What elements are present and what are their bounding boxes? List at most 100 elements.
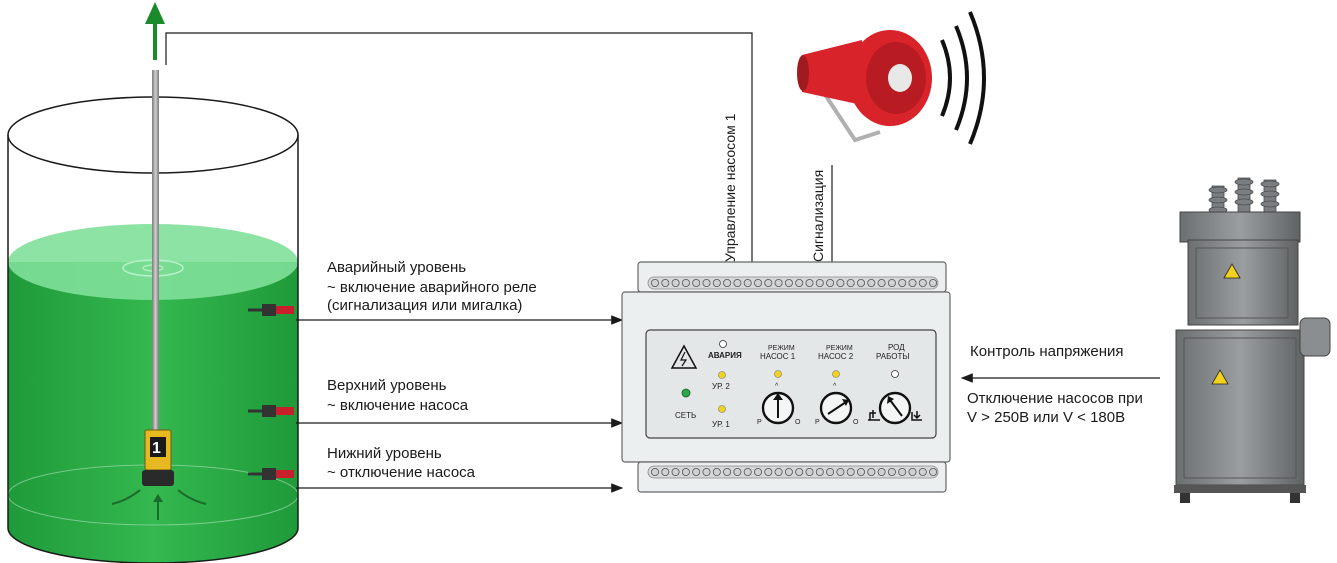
terminal-screw — [826, 278, 835, 287]
terminal-screw — [733, 278, 742, 287]
label-pump-control: Управление насосом 1 — [722, 113, 738, 262]
terminal-screw — [651, 467, 660, 476]
label-network: СЕТЬ — [675, 411, 696, 420]
dial-work-kind — [878, 391, 912, 425]
up-arrow-icon — [145, 2, 165, 60]
terminal-screw — [692, 278, 701, 287]
terminal-screw — [877, 467, 886, 476]
terminal-screw — [877, 278, 886, 287]
led-alarm — [719, 340, 727, 348]
terminal-screw — [723, 278, 732, 287]
terminal-screw — [671, 278, 680, 287]
caret-pump1: ^ — [775, 383, 779, 390]
terminal-screw — [784, 278, 793, 287]
terminal-screw — [857, 278, 866, 287]
terminal-screw — [846, 467, 855, 476]
label-alarm: АВАРИЯ — [708, 351, 742, 360]
terminal-screw — [929, 278, 938, 287]
terminal-screw — [774, 278, 783, 287]
terminal-screw — [846, 278, 855, 287]
label-upper-title: Верхний уровень — [327, 377, 447, 394]
terminal-screw — [671, 467, 680, 476]
label-work-kind-1: РОД — [888, 343, 905, 352]
terminal-screw — [661, 278, 670, 287]
high-voltage-icon — [670, 344, 698, 369]
label-level2: УР. 2 — [712, 382, 730, 391]
terminal-screw — [898, 278, 907, 287]
label-pump1: НАСОС 1 — [760, 352, 796, 361]
led-level2 — [718, 371, 726, 379]
label-mode-2: РЕЖИМ — [826, 345, 853, 352]
terminal-screw — [929, 467, 938, 476]
terminal-screw — [743, 467, 752, 476]
label-voltage-desc-2: V > 250В или V < 180В — [967, 409, 1126, 426]
level-probe — [111, 70, 207, 520]
terminal-screw — [908, 278, 917, 287]
caret-pump2: ^ — [833, 383, 837, 390]
terminal-screw — [815, 278, 824, 287]
terminal-screw — [651, 278, 660, 287]
controller-panel: АВАРИЯ СЕТЬ УР. 2 УР. 1 РЕЖИМ НАСОС 1 РЕ… — [670, 340, 922, 429]
terminal-screw — [836, 278, 845, 287]
terminal-screw — [743, 278, 752, 287]
led-work-kind — [891, 370, 899, 378]
connection-lines — [165, 32, 1160, 493]
dial2-o: О — [853, 419, 859, 426]
label-voltage-control: Контроль напряжения — [970, 343, 1124, 360]
sensor-upper — [248, 405, 294, 417]
dial2-p: Р — [815, 419, 820, 426]
label-signaling: Сигнализация — [810, 169, 826, 262]
probe-rod — [152, 70, 159, 435]
terminal-screw — [887, 467, 896, 476]
siren-icon — [797, 11, 986, 145]
terminal-screw — [867, 278, 876, 287]
terminal-screw — [867, 467, 876, 476]
terminal-screw — [887, 278, 896, 287]
terminal-screw — [908, 467, 917, 476]
controller-unit — [621, 261, 951, 493]
label-lower-desc: ~ отключение насоса — [327, 464, 476, 481]
led-pump1 — [774, 370, 782, 378]
terminal-screw — [898, 467, 907, 476]
terminal-screw — [815, 467, 824, 476]
terminal-screw — [805, 467, 814, 476]
label-level1: УР. 1 — [712, 420, 730, 429]
terminal-screw — [764, 467, 773, 476]
label-lower-title: Нижний уровень — [327, 445, 442, 462]
terminal-screw — [857, 467, 866, 476]
label-work-kind-2: РАБОТЫ — [876, 352, 910, 361]
terminal-screw — [764, 278, 773, 287]
led-pump2 — [832, 370, 840, 378]
label-mode-1: РЕЖИМ — [768, 345, 795, 352]
terminal-screw — [712, 467, 721, 476]
terminal-screw — [754, 467, 763, 476]
terminal-screw — [692, 467, 701, 476]
dial-pump1 — [761, 391, 795, 425]
dial1-p: Р — [757, 419, 762, 426]
led-network — [681, 388, 691, 398]
terminal-screw — [918, 278, 927, 287]
terminal-screw — [836, 467, 845, 476]
probe-number: 1 — [152, 440, 161, 457]
terminals-top — [651, 278, 938, 287]
dial-pump2 — [819, 391, 853, 425]
terminal-screw — [702, 278, 711, 287]
pump-out-icon — [868, 410, 880, 421]
terminal-screw — [681, 278, 690, 287]
led-level1 — [718, 405, 726, 413]
label-pump2: НАСОС 2 — [818, 352, 854, 361]
terminal-screw — [702, 467, 711, 476]
label-emergency-desc-1: ~ включение аварийного реле — [327, 279, 537, 296]
terminal-screw — [795, 467, 804, 476]
pump-in-icon — [911, 411, 922, 421]
terminal-screw — [681, 467, 690, 476]
transformer-icon — [1174, 177, 1331, 503]
label-emergency-desc-2: (сигнализация или мигалка) — [327, 297, 523, 314]
terminal-screw — [723, 467, 732, 476]
terminal-screw — [712, 278, 721, 287]
terminal-screw — [754, 278, 763, 287]
dial1-o: О — [795, 419, 801, 426]
label-voltage-desc-1: Отключение насосов при — [967, 390, 1143, 407]
terminal-screw — [784, 467, 793, 476]
